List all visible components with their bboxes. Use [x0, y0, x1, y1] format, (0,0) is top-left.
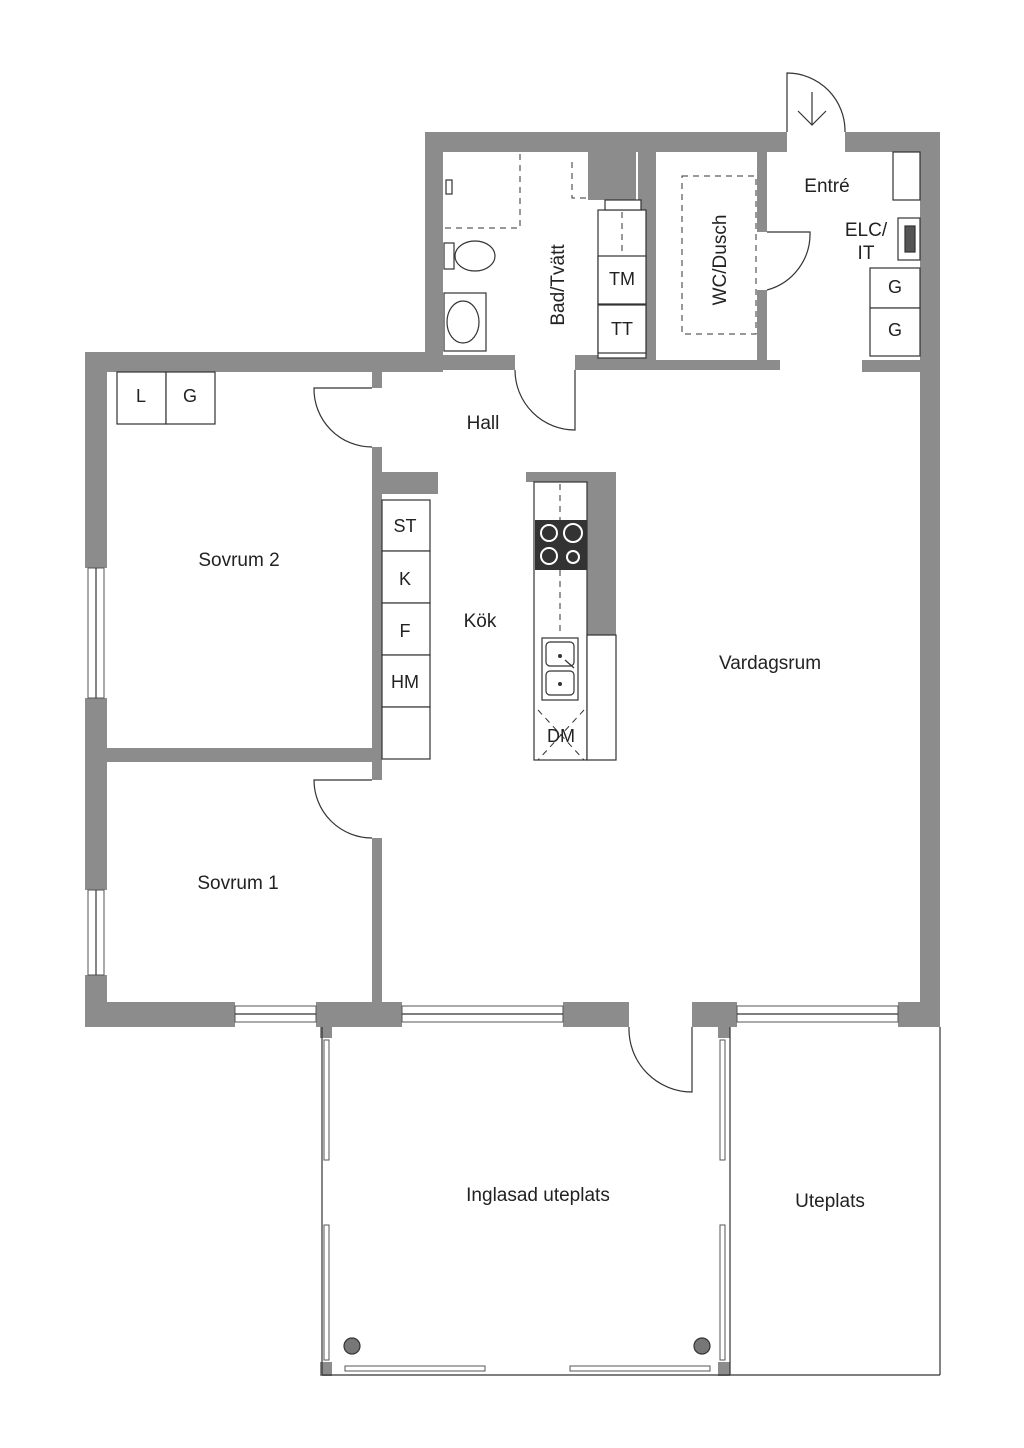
porch: [321, 1027, 941, 1376]
room-elc-it-line2: IT: [858, 243, 875, 264]
room-elc-it-line1: ELC/: [845, 220, 888, 241]
label-tm: TM: [609, 269, 635, 289]
g-box-top: [869, 267, 921, 309]
closet-g: [165, 371, 216, 425]
room-inglasad-uteplats: Inglasad uteplats: [466, 1185, 610, 1206]
label-dm: DM: [547, 726, 575, 746]
sink-icon: [443, 292, 487, 352]
porch-post-right: [693, 1337, 711, 1355]
room-kok: Kök: [464, 611, 497, 632]
room-labels: Bad/Tvätt WC/Dusch Entré ELC/ IT Hall So…: [197, 176, 887, 1212]
stove-icon: [535, 520, 587, 570]
label-g-closet: G: [183, 386, 197, 406]
label-hm: HM: [391, 672, 419, 692]
kitchen-sink-icon: [541, 637, 579, 701]
g-box-bottom: [869, 307, 921, 357]
label-st: ST: [393, 516, 416, 536]
tt-box: [597, 304, 647, 354]
arrow-down-icon: [797, 92, 827, 126]
porch-post-left: [343, 1337, 361, 1355]
entry-fixtures: [869, 151, 921, 357]
label-k: K: [399, 569, 411, 589]
room-entre: Entré: [804, 176, 849, 197]
room-hall: Hall: [467, 413, 500, 434]
room-sovrum2: Sovrum 2: [198, 550, 279, 571]
room-wc-dusch: WC/Dusch: [710, 215, 731, 306]
label-f: F: [400, 621, 411, 641]
entrance-door: [786, 72, 846, 133]
kitchen-island: [533, 481, 617, 761]
room-sovrum1: Sovrum 1: [197, 873, 278, 894]
label-tt: TT: [611, 319, 633, 339]
room-bad-tvatt: Bad/Tvätt: [548, 244, 569, 326]
door-sovrum1: [313, 779, 373, 839]
door-porch: [628, 1026, 693, 1093]
label-l-closet: L: [136, 386, 146, 406]
room-vardagsrum: Vardagsrum: [719, 653, 821, 674]
toilet-icon: [443, 240, 496, 272]
bathroom-fixtures: [443, 152, 757, 359]
fixture-labels: TM TT G G L G ST K F HM DM: [136, 269, 902, 746]
label-g-bottom: G: [888, 320, 902, 340]
door-wc: [766, 231, 811, 291]
doors: [313, 72, 846, 1093]
kitchen-counter: [381, 499, 431, 760]
tm-box: [597, 255, 647, 305]
door-sovrum2: [313, 387, 373, 448]
windows: [87, 567, 899, 1023]
door-bad: [514, 369, 576, 431]
label-g-top: G: [888, 277, 902, 297]
room-uteplats: Uteplats: [795, 1191, 865, 1212]
